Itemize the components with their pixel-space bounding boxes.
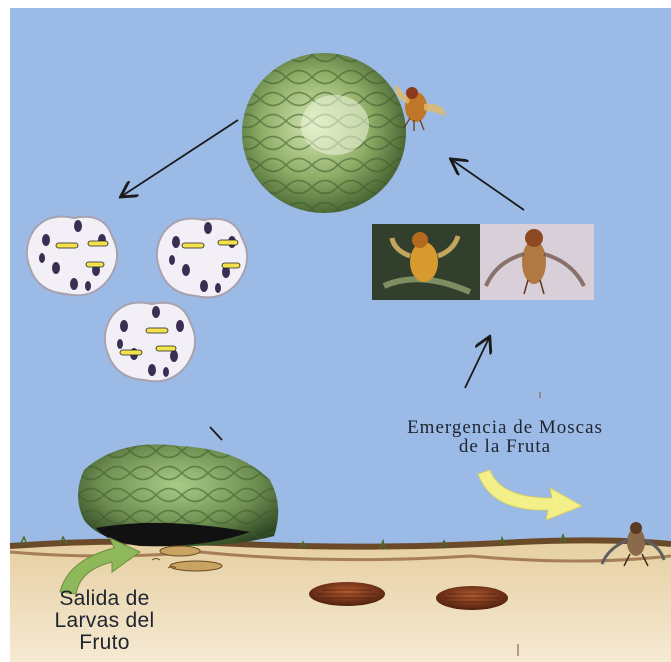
emergence-caption-line-1: Emergencia de Moscas [340, 418, 670, 437]
emergence-caption-line-2: de la Fruta [340, 437, 670, 456]
emergence-caption: Emergencia de Moscas de la Fruta [340, 418, 670, 456]
fruit-slice-middle [157, 219, 247, 298]
larvae-exit-caption: Salida de Larvas del Fruto [2, 588, 207, 654]
larvae-exit-caption-line-3: Fruto [2, 632, 207, 654]
fruit-slice-left [27, 217, 117, 296]
fruit-slice-bottom [105, 303, 195, 382]
larvae-exit-caption-line-2: Larvas del [2, 610, 207, 632]
infested-fruit [242, 53, 406, 213]
adult-flies-photo [372, 224, 594, 300]
larvae-exit-caption-line-1: Salida de [2, 588, 207, 610]
